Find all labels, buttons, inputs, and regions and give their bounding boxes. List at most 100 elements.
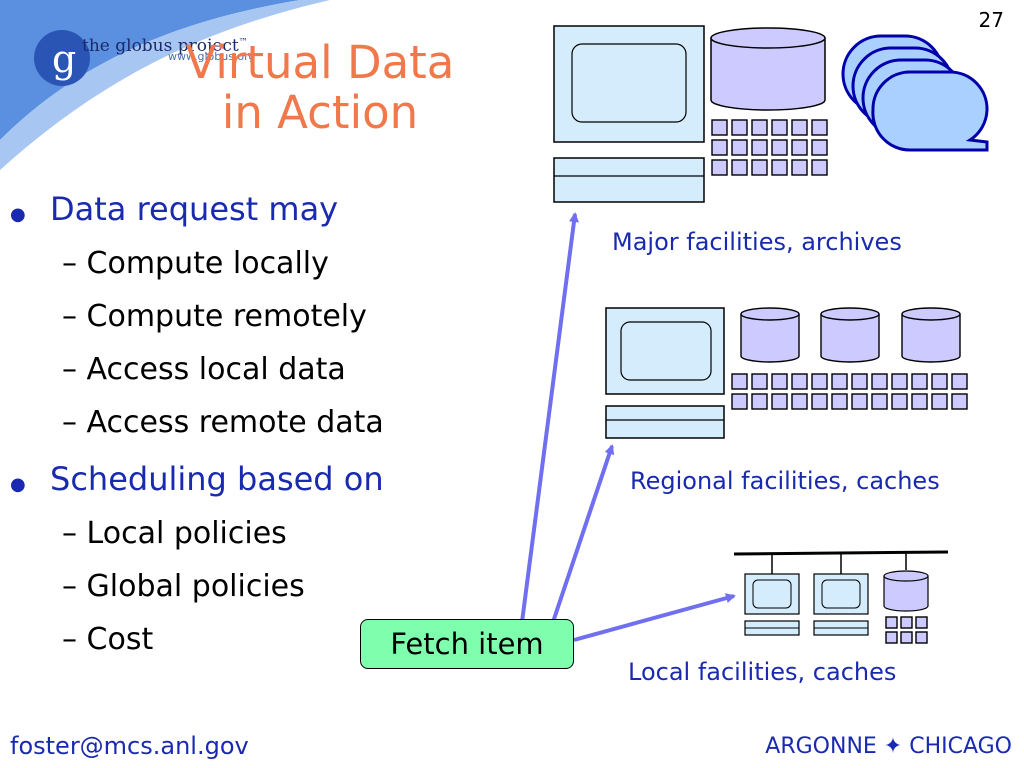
storage-cell: [771, 139, 788, 156]
slide-number: 27: [978, 8, 1004, 32]
storage-cell: [931, 393, 948, 410]
bullet-text: Scheduling based on: [50, 460, 384, 498]
storage-cell: [811, 393, 828, 410]
bullet-dot-icon: ●: [10, 474, 26, 495]
storage-cell: [751, 139, 768, 156]
storage-cell: [851, 373, 868, 390]
major-monitor-screen: [571, 43, 687, 123]
storage-cell: [771, 373, 788, 390]
local-disk-icon: [883, 576, 929, 612]
caption-regional: Regional facilities, caches: [630, 467, 940, 495]
disk-top: [820, 307, 880, 321]
sub-item: – Access remote data: [62, 405, 384, 440]
storage-cell: [900, 616, 913, 629]
fetch-item-button[interactable]: Fetch item: [360, 619, 574, 669]
slide-title: Virtual Data in Action: [150, 38, 490, 138]
storage-cell: [731, 159, 748, 176]
brand-name: the globus project™: [82, 36, 248, 56]
major-tape-grid-icon: [711, 119, 828, 176]
storage-cell: [751, 373, 768, 390]
storage-cell: [851, 393, 868, 410]
storage-cell: [831, 393, 848, 410]
disk-body: [901, 314, 961, 363]
storage-cell: [811, 119, 828, 136]
local-network-bus: [733, 550, 949, 556]
storage-cell: [711, 159, 728, 176]
logo-letter: g: [52, 37, 76, 81]
major-keyboard: [553, 157, 705, 203]
storage-cell: [731, 373, 748, 390]
storage-cell: [791, 119, 808, 136]
storage-cell: [811, 159, 828, 176]
storage-cell: [891, 373, 908, 390]
storage-cell: [751, 119, 768, 136]
storage-cell: [771, 119, 788, 136]
storage-cell: [951, 393, 968, 410]
brand-trademark: ™: [238, 37, 248, 48]
title-line-1: Virtual Data: [185, 36, 455, 89]
disk-top: [740, 307, 800, 321]
storage-cell: [751, 393, 768, 410]
storage-cell: [951, 373, 968, 390]
storage-cell: [711, 119, 728, 136]
regional-monitor-screen: [620, 321, 712, 381]
storage-cell: [751, 159, 768, 176]
storage-cell: [771, 159, 788, 176]
bullet-data-request: ● Data request may: [10, 190, 338, 228]
sub-item: – Cost: [62, 622, 154, 657]
storage-cell: [891, 393, 908, 410]
disk-body: [740, 314, 800, 363]
sub-item: – Local policies: [62, 516, 287, 551]
bullet-dot-icon: ●: [10, 204, 26, 225]
storage-cell: [885, 631, 898, 644]
storage-cell: [831, 373, 848, 390]
storage-cell: [711, 139, 728, 156]
footer-email[interactable]: foster@mcs.anl.gov: [10, 732, 249, 760]
caption-major: Major facilities, archives: [612, 228, 902, 256]
arrow-to-local: [573, 593, 736, 642]
regional-disks-icon: [740, 307, 961, 363]
caption-local: Local facilities, caches: [628, 658, 897, 686]
regional-tape-grid-icon: [731, 373, 968, 410]
title-line-2: in Action: [221, 86, 419, 139]
arrow-to-regional: [551, 444, 615, 623]
storage-cell: [771, 393, 788, 410]
storage-cell: [811, 373, 828, 390]
storage-cell: [731, 119, 748, 136]
major-disk-icon: [710, 38, 826, 111]
footer-org: ARGONNE ✦ CHICAGO: [765, 734, 1012, 759]
bullet-scheduling: ● Scheduling based on: [10, 460, 384, 498]
storage-cell: [931, 373, 948, 390]
globus-logo-icon: [34, 30, 90, 86]
disk-top: [901, 307, 961, 321]
storage-cell: [791, 393, 808, 410]
storage-cell: [915, 631, 928, 644]
storage-cell: [871, 393, 888, 410]
bullet-text: Data request may: [50, 190, 339, 228]
sub-item: – Access local data: [62, 352, 346, 387]
brand-url: www.globus.org: [168, 50, 256, 63]
storage-cell: [791, 159, 808, 176]
local-tape-grid-icon: [885, 616, 928, 644]
regional-facility: [605, 307, 968, 439]
storage-cell: [791, 373, 808, 390]
storage-cell: [731, 393, 748, 410]
storage-cell: [811, 139, 828, 156]
sub-item: – Compute remotely: [62, 299, 367, 334]
major-facility: [553, 25, 989, 203]
storage-cell: [731, 139, 748, 156]
archive-tapes-icon: [841, 34, 989, 152]
sub-item: – Global policies: [62, 569, 305, 604]
local-facility: [733, 550, 949, 644]
storage-cell: [911, 373, 928, 390]
storage-cell: [871, 373, 888, 390]
storage-cell: [911, 393, 928, 410]
regional-keyboard: [605, 405, 725, 439]
storage-cell: [885, 616, 898, 629]
storage-cell: [915, 616, 928, 629]
brand-name-text: the globus project: [82, 36, 239, 56]
disk-body: [820, 314, 880, 363]
storage-cell: [791, 139, 808, 156]
sub-item: – Compute locally: [62, 246, 329, 281]
